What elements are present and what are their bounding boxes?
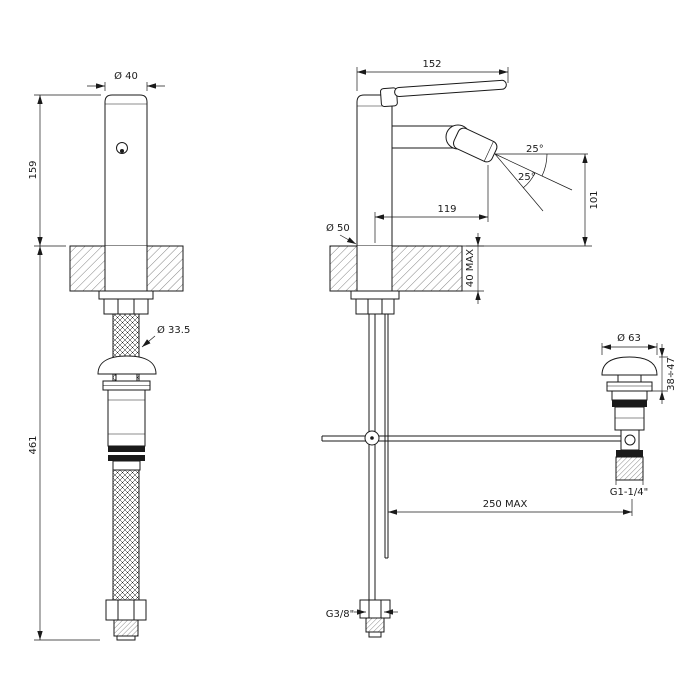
countertop-side (329, 245, 463, 292)
gasket-band (108, 446, 145, 452)
dim-label-spray-angle-lower: 25° (518, 172, 536, 183)
gasket-band (108, 455, 145, 461)
dim-top-diameter: Ø 40 (87, 70, 165, 91)
dim-body-height: 159 (28, 94, 101, 247)
dim-label-base-diameter: Ø 50 (326, 222, 350, 234)
dim-label-handle-width: 152 (422, 59, 441, 70)
dim-label-spray-angle-upper: 25° (526, 144, 544, 155)
dim-drain-height-range: 38÷47 (650, 344, 677, 404)
gasket-band (616, 450, 643, 457)
dim-label-thread-diameter: Ø 33.5 (157, 324, 190, 336)
dim-counter-thickness: 40 MAX (462, 233, 484, 304)
mounting-hardware-front (98, 290, 154, 315)
dim-thread-diameter: Ø 33.5 (141, 324, 190, 348)
side-view: 25° 25° (321, 59, 677, 638)
dim-total-height: 461 (28, 246, 100, 641)
hose-fitting-front (105, 599, 147, 641)
waste-tailpiece (615, 456, 644, 481)
mounting-hardware-side (350, 290, 400, 315)
dim-spout-height: 101 (466, 154, 600, 247)
dim-spout-reach: 119 (374, 165, 489, 243)
dim-rod-length: 250 MAX (388, 499, 633, 516)
dim-base-diameter: Ø 50 (326, 222, 357, 245)
spray-nozzle (453, 127, 498, 163)
spray-angle-lines: 25° 25° (494, 144, 588, 212)
waste-pivot (624, 434, 636, 446)
waste-dome-front (97, 355, 157, 375)
faucet-body-front (104, 94, 148, 246)
waste-dome-side (601, 356, 658, 376)
dim-label-rod-length: 250 MAX (483, 499, 528, 510)
handle-lever (380, 79, 507, 108)
popup-waste-front (97, 355, 157, 471)
horizontal-linkage-rod (321, 430, 621, 446)
aerator-circle (116, 142, 128, 154)
dim-drain-thread: G1-1/4" (610, 480, 648, 498)
supply-pipe-side (368, 314, 376, 600)
dim-label-drain-height-range: 38÷47 (666, 357, 677, 391)
dim-label-total-height: 461 (28, 435, 39, 454)
dim-label-spout-height: 101 (589, 190, 600, 209)
faucet-body-side (356, 94, 393, 246)
dim-label-counter-thickness: 40 MAX (465, 249, 476, 287)
dim-label-spout-reach: 119 (437, 204, 456, 215)
dim-handle-width: 152 (356, 59, 509, 91)
aerator-dot (120, 149, 124, 153)
gasket-band (612, 400, 647, 407)
supply-fitting-side (359, 599, 391, 638)
spout-side (391, 124, 498, 163)
popup-waste-side (601, 356, 658, 481)
dim-drain-diameter: Ø 63 (601, 332, 658, 355)
dim-label-drain-thread: G1-1/4" (610, 487, 648, 498)
dim-label-supply-thread: G3/8" (326, 609, 354, 620)
countertop-front (69, 245, 184, 292)
dim-label-drain-diameter: Ø 63 (617, 332, 641, 344)
dim-label-top-diameter: Ø 40 (114, 70, 138, 82)
front-view: Ø 40 159 461 Ø 33.5 (28, 70, 190, 641)
dim-label-body-height: 159 (28, 160, 39, 179)
dim-supply-thread: G3/8" (326, 609, 398, 620)
